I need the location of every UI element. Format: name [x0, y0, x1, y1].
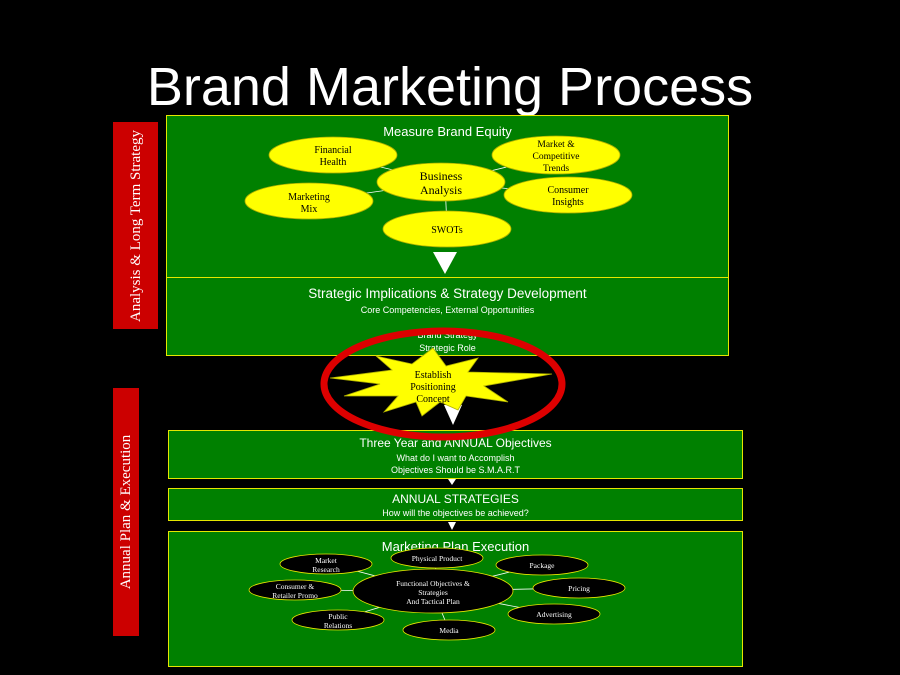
highlight-ring [320, 327, 566, 441]
advertising-text: Advertising [536, 610, 572, 619]
side-label-analysis: Analysis & Long Term Strategy [113, 122, 158, 329]
media-node [402, 619, 496, 641]
strategic-line-1: Core Competencies, External Opportunitie… [360, 305, 535, 315]
strategic-line-3: Strategic Role [419, 343, 476, 353]
physical-product-text: Physical Product [412, 554, 464, 563]
package-node [495, 554, 589, 576]
page-title: Brand Marketing Process [146, 57, 754, 117]
swots-text: SWOTs [431, 225, 463, 236]
annual-heading: ANNUAL STRATEGIES [392, 492, 519, 506]
arrow-down-4 [448, 522, 456, 530]
positioning-starburst [329, 347, 553, 417]
media-text: Media [439, 626, 459, 635]
objectives-line-2: Objectives Should be S.M.A.R.T [390, 465, 521, 475]
market-trends-node [491, 135, 621, 175]
pricing-text: Pricing [568, 584, 590, 593]
execution-nodes [248, 547, 626, 641]
package-text: Package [530, 561, 556, 570]
functional-objectives-node [352, 568, 514, 614]
financial-health-node [268, 136, 398, 174]
strategic-heading: Strategic Implications & Strategy Develo… [308, 286, 587, 301]
market-research-node [279, 553, 373, 575]
swots-node [382, 210, 512, 248]
objectives-heading: Three Year and ANNUAL Objectives [359, 436, 552, 450]
strategic-box: Strategic Implications & Strategy Develo… [166, 277, 729, 356]
measure-brand-equity-box: Measure Brand Equity [166, 115, 729, 278]
side-label-execution: Annual Plan & Execution [113, 388, 139, 636]
objectives-line-1: What do I want to Accomplish [396, 453, 515, 463]
strategic-line-2: Brand Strategy [417, 330, 478, 340]
annual-strategies-box: ANNUAL STRATEGIES How will the objective… [168, 488, 743, 521]
physical-product-node [390, 547, 484, 569]
public-relations-node [291, 609, 385, 631]
marketing-mix-node [244, 182, 374, 220]
advertising-node [507, 603, 601, 625]
consumer-promo-node [248, 579, 342, 601]
annual-line: How will the objectives be achieved? [382, 508, 529, 518]
measure-nodes [244, 135, 633, 248]
arrow-down-1 [433, 252, 457, 274]
business-analysis-node [376, 162, 506, 202]
measure-heading: Measure Brand Equity [383, 124, 512, 139]
consumer-promo-text: Consumer &Retailer Promo [272, 582, 318, 600]
consumer-insights-node [503, 176, 633, 214]
pricing-node [532, 577, 626, 599]
arrow-down-3 [448, 479, 456, 485]
